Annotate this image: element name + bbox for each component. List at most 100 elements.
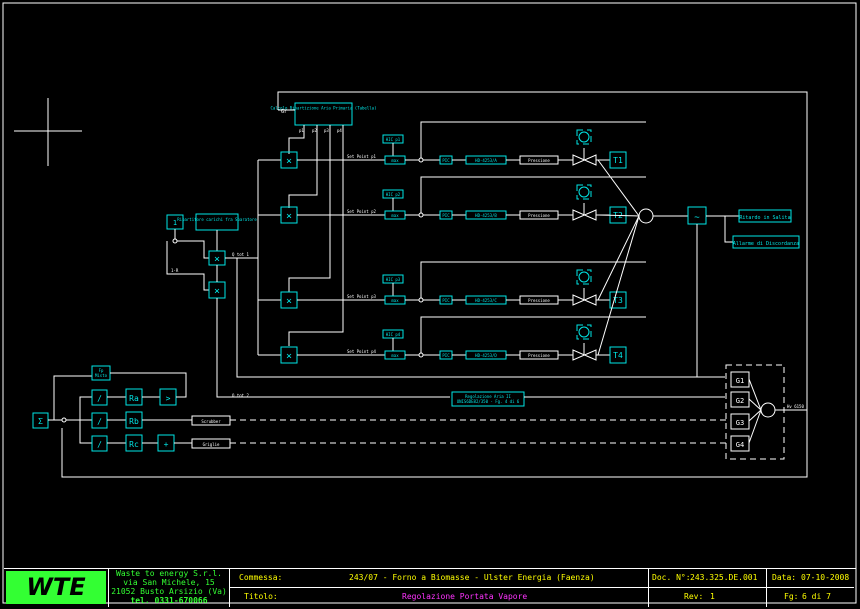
pic-label: PIC	[442, 158, 450, 163]
max-label: max	[391, 353, 399, 358]
logo: WTE	[6, 571, 106, 604]
commessa-value: 243/07 - Forno a Biomasse - Ulster Energ…	[349, 573, 595, 582]
svg-text:+: +	[164, 440, 169, 449]
doc-value: 243.325.DE.001	[690, 573, 758, 582]
hic-label: HIC p4	[386, 332, 401, 337]
fg-label: Fg:	[784, 592, 799, 601]
rev-label: Rev:	[684, 592, 704, 601]
t-label: T1	[613, 156, 623, 165]
svg-text:Rc: Rc	[129, 440, 139, 449]
company-info: Waste to energy S.r.l. via San Michele, …	[108, 569, 230, 607]
doc-label: Doc. N°:	[652, 573, 691, 582]
left-control-chain: Σ Fp Misto ∕ ∕ ∕ Ra Rb Rc > + Scrubber G…	[32, 365, 730, 452]
t-block	[609, 346, 627, 364]
pic-label: PIC	[442, 353, 450, 358]
svg-text:1: 1	[173, 219, 177, 227]
svg-text:×: ×	[214, 254, 220, 265]
actuator-icon	[576, 129, 592, 145]
svg-text:Scrubber: Scrubber	[201, 419, 221, 424]
svg-text:Q tot 1: Q tot 1	[232, 252, 249, 257]
setpoint-label: Set Point p4	[347, 349, 376, 354]
g-summing-junction	[760, 402, 776, 418]
pic-label: PIC	[442, 298, 450, 303]
svg-text:UNIS6DE82/350 - Fg. 4 di 6: UNIS6DE82/350 - Fg. 4 di 6	[457, 399, 520, 404]
hic-label: HIC p2	[386, 192, 401, 197]
rev-value: 1	[710, 592, 715, 601]
hic-label: HIC p1	[386, 137, 401, 142]
company-line-1: via San Michele, 15	[123, 578, 215, 587]
svg-text:×: ×	[286, 156, 292, 167]
regolazione-aria-box	[451, 391, 525, 407]
max-label: max	[391, 158, 399, 163]
svg-text:p1: p1	[299, 128, 304, 133]
actuator-icon	[576, 269, 592, 285]
svg-text:~: ~	[694, 213, 700, 223]
svg-text:∕: ∕	[97, 417, 102, 426]
commessa-label: Commessa:	[239, 573, 283, 582]
setpoint-label: Set Point p3	[347, 294, 376, 299]
max-label: max	[391, 213, 399, 218]
valve-icon	[572, 154, 597, 166]
svg-text:p2: p2	[312, 128, 317, 133]
svg-text:∕: ∕	[97, 440, 102, 449]
svg-text:Q tot 2: Q tot 2	[232, 393, 249, 398]
svg-text:Regolazione Aria II: Regolazione Aria II	[465, 394, 511, 399]
svg-text:×: ×	[286, 296, 292, 307]
t-label: T4	[613, 351, 623, 360]
feedback-loop-line	[61, 91, 808, 478]
svg-text:×: ×	[214, 286, 220, 297]
svg-text:Rb: Rb	[129, 417, 139, 426]
valve-icon	[572, 349, 597, 361]
svg-text:>: >	[166, 394, 171, 403]
g-block	[730, 435, 750, 452]
data-value: 07-10-2008	[801, 573, 850, 582]
company-line-2: 21052 Busto Arsizio (Va)	[111, 587, 227, 596]
g-label: G3	[736, 419, 744, 427]
g-block	[730, 413, 750, 430]
g-label: G2	[736, 397, 744, 405]
title-block: WTE Waste to energy S.r.l. via San Miche…	[4, 568, 856, 607]
svg-text:Misto: Misto	[95, 373, 108, 378]
svg-text:Ritardo in Salita: Ritardo in Salita	[739, 215, 790, 221]
svg-text:Σ: Σ	[38, 417, 43, 426]
data-label: Data:	[772, 573, 797, 582]
svg-text:Fp: Fp	[99, 368, 104, 373]
hd-label: HD-4253/A	[475, 158, 497, 163]
titolo-label: Titolo:	[244, 592, 278, 601]
pressione-label: Pressione	[528, 353, 550, 358]
valve-icon	[572, 294, 597, 306]
logo-text: WTE	[26, 573, 86, 601]
fg-value: 6 di 7	[802, 592, 831, 601]
crosshair-cursor	[14, 98, 82, 166]
setpoint-label: Set Point p1	[347, 154, 376, 159]
pressione-label: Pressione	[528, 298, 550, 303]
allarme-box	[732, 235, 800, 249]
svg-text:Ra: Ra	[129, 394, 139, 403]
g-label: G4	[736, 441, 744, 449]
svg-text:p4: p4	[337, 128, 342, 133]
hd-label: HD-4253/D	[475, 353, 497, 358]
svg-text:1-R: 1-R	[171, 268, 179, 273]
summing-junction	[638, 208, 654, 224]
pic-label: PIC	[442, 213, 450, 218]
hic-label: HIC p3	[386, 277, 401, 282]
t-block	[609, 151, 627, 169]
t-label: T3	[613, 296, 623, 305]
pressione-label: Pressione	[528, 213, 550, 218]
svg-text:p3: p3	[324, 128, 329, 133]
svg-text:Calcolo Ripartizione Aria Prim: Calcolo Ripartizione Aria Primaria (Tabe…	[271, 106, 377, 111]
svg-text:∕: ∕	[97, 394, 102, 403]
titolo-value: Regolazione Portata Vapore	[402, 592, 528, 601]
hd-label: HD-4253/B	[475, 213, 497, 218]
svg-text:Gr: Gr	[281, 109, 287, 115]
setpoint-label: Set Point p2	[347, 209, 376, 214]
pressione-label: Pressione	[528, 158, 550, 163]
g-label: G1	[736, 377, 744, 385]
actuator-icon	[576, 184, 592, 200]
